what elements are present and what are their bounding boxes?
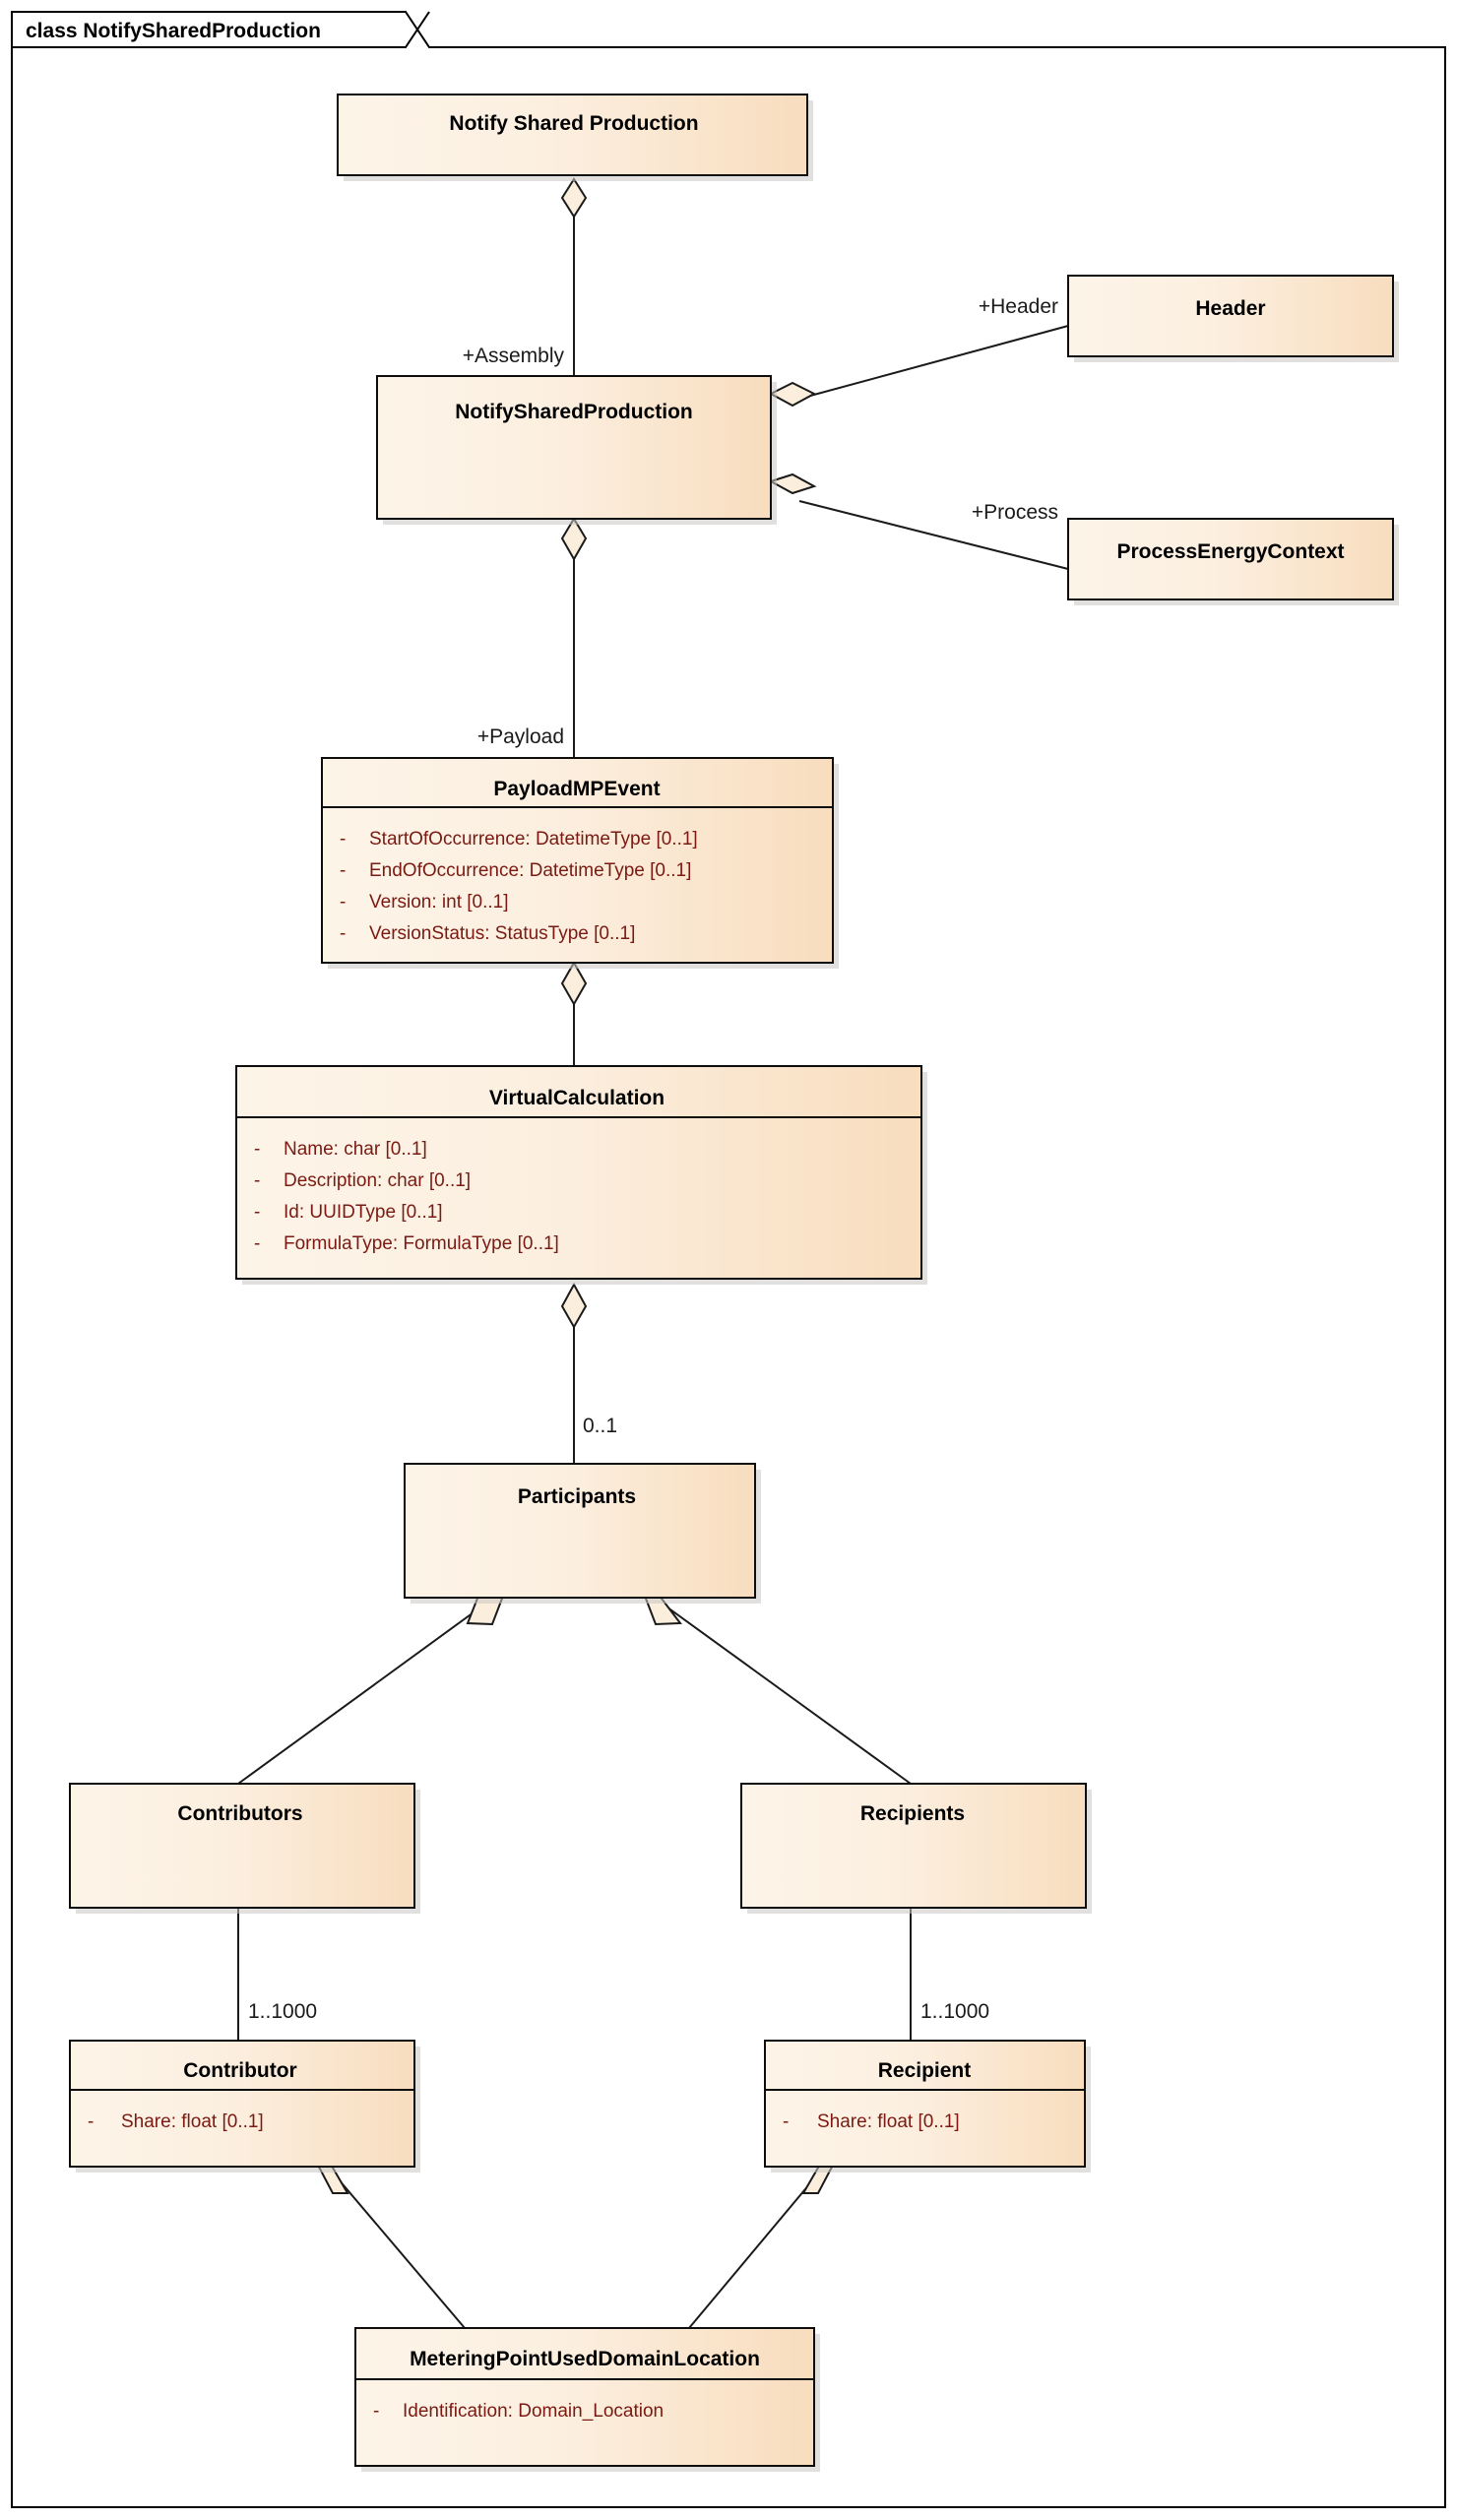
connector-assembly-to-process <box>798 500 1069 570</box>
attribute-visibility: - <box>783 2111 789 2132</box>
attribute-text: Share: float [0..1] <box>817 2111 960 2132</box>
connector-recipient-to-meteringpoint <box>688 2165 826 2329</box>
attribute-text: FormulaType: FormulaType [0..1] <box>284 1233 559 1254</box>
class-box-notify-shared-production-root[interactable]: Notify Shared Production <box>337 94 813 181</box>
class-box-recipient[interactable]: Recipient - Share: float [0..1] <box>764 2040 1091 2173</box>
aggregation-diamond-payload <box>560 517 588 562</box>
class-box-process-energy-context[interactable]: ProcessEnergyContext <box>1067 518 1399 605</box>
aggregation-diamond-virtualcalculation <box>560 960 588 1007</box>
attribute-visibility: - <box>340 892 346 913</box>
diagram-frame: class NotifySharedProduction <box>11 11 1446 2508</box>
edge-label-contributor-multiplicity: 1..1000 <box>248 2000 317 2023</box>
attribute-text: EndOfOccurrence: DatetimeType [0..1] <box>369 860 691 881</box>
attribute-text: Name: char [0..1] <box>284 1139 427 1160</box>
edge-label-payload: +Payload <box>477 725 564 748</box>
attribute-text: StartOfOccurrence: DatetimeType [0..1] <box>369 829 698 850</box>
class-title: Participants <box>518 1485 636 1508</box>
edge-label-assembly: +Assembly <box>463 345 565 367</box>
class-title: VirtualCalculation <box>489 1087 665 1109</box>
attribute-visibility: - <box>254 1233 260 1254</box>
attribute-visibility: - <box>340 860 346 881</box>
attribute-text: Id: UUIDType [0..1] <box>284 1202 443 1223</box>
class-box-notify-shared-production[interactable]: NotifySharedProduction <box>376 375 777 525</box>
attribute-visibility: - <box>254 1170 260 1191</box>
attribute-visibility: - <box>340 829 346 850</box>
aggregation-diamond-process <box>768 472 817 495</box>
edge-label-layer: +Assembly +Header +Process +Payload 0..1… <box>248 295 1058 2023</box>
class-title: Recipients <box>860 1802 965 1825</box>
class-box-payload-mp-event[interactable]: PayloadMPEvent - StartOfOccurrence: Date… <box>321 757 839 969</box>
edge-label-process: +Process <box>972 501 1058 524</box>
aggregation-diamond-root <box>560 177 588 219</box>
attribute-text: Description: char [0..1] <box>284 1170 471 1191</box>
edge-label-participants-multiplicity: 0..1 <box>583 1415 617 1437</box>
class-title: ProcessEnergyContext <box>1116 540 1344 563</box>
attribute-visibility: - <box>254 1139 260 1160</box>
class-title: PayloadMPEvent <box>493 778 660 800</box>
class-box-contributors[interactable]: Contributors <box>69 1783 420 1914</box>
class-box-contributor[interactable]: Contributor - Share: float [0..1] <box>69 2040 420 2173</box>
attribute-text: VersionStatus: StatusType [0..1] <box>369 923 635 944</box>
edge-label-header: +Header <box>979 295 1058 318</box>
connector-contributor-to-meteringpoint <box>326 2165 466 2329</box>
attribute-text: Share: float [0..1] <box>121 2111 264 2132</box>
attribute-visibility: - <box>373 2401 379 2422</box>
attribute-visibility: - <box>340 923 346 944</box>
aggregation-diamond-participants <box>560 1282 588 1330</box>
connector-participants-to-recipients <box>663 1604 912 1785</box>
class-title: Contributor <box>183 2059 296 2082</box>
class-box-metering-point-used-domain-location[interactable]: MeteringPointUsedDomainLocation - Identi… <box>354 2327 820 2472</box>
class-title: MeteringPointUsedDomainLocation <box>410 2348 760 2370</box>
class-box-header[interactable]: Header <box>1067 275 1399 362</box>
class-box-recipients[interactable]: Recipients <box>740 1783 1092 1914</box>
attribute-visibility: - <box>254 1202 260 1223</box>
aggregation-diamond-header <box>768 381 817 408</box>
connector-assembly-to-header <box>798 325 1069 400</box>
edge-label-recipient-multiplicity: 1..1000 <box>920 2000 989 2023</box>
attribute-visibility: - <box>88 2111 94 2132</box>
connector-layer <box>237 217 1069 2329</box>
attribute-text: Version: int [0..1] <box>369 892 509 913</box>
class-title: Contributors <box>177 1802 302 1825</box>
class-title: NotifySharedProduction <box>455 401 693 423</box>
class-title: Recipient <box>878 2059 972 2082</box>
class-title: Notify Shared Production <box>449 112 698 135</box>
class-title: Header <box>1195 297 1265 320</box>
class-box-virtual-calculation[interactable]: VirtualCalculation - Name: char [0..1] -… <box>235 1065 927 1285</box>
attribute-text: Identification: Domain_Location <box>403 2401 664 2422</box>
connector-participants-to-contributors <box>237 1604 485 1785</box>
frame-title: class NotifySharedProduction <box>26 20 321 42</box>
class-box-participants[interactable]: Participants <box>404 1463 761 1604</box>
